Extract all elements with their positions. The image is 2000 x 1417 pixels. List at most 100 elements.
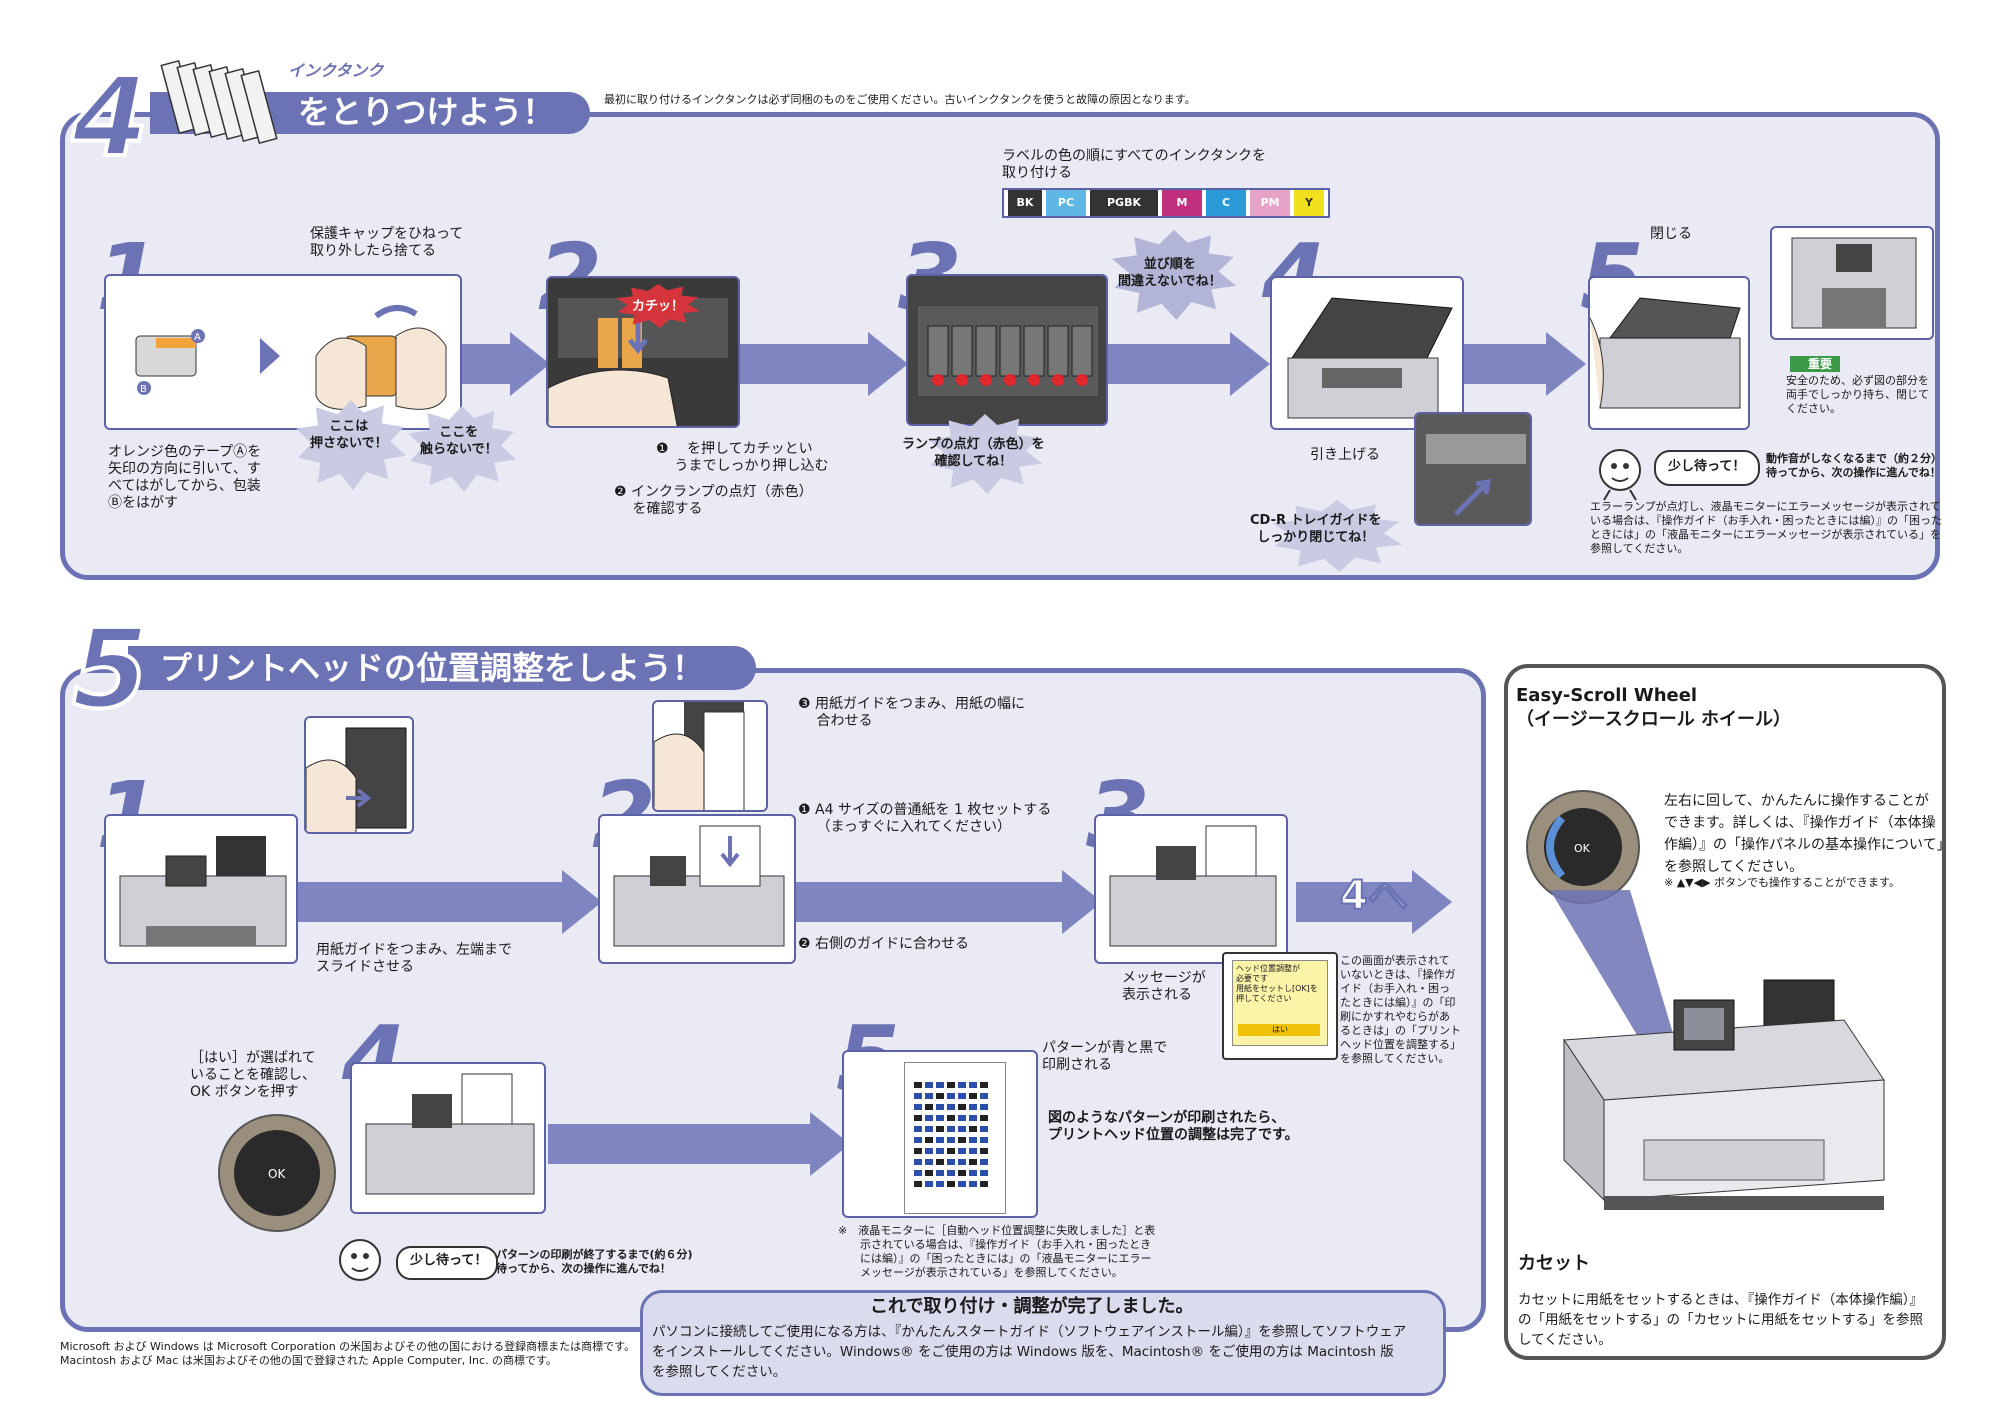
- s4-step4-inset: [1414, 412, 1532, 526]
- printer-front-illustration: [1791, 237, 1917, 329]
- s4-step5-close: 閉じる: [1650, 226, 1692, 242]
- s5-step2-frame: [598, 814, 796, 964]
- pattern-block: [958, 1159, 966, 1165]
- pattern-block: [958, 1115, 966, 1121]
- s5-step2-c1: ❶ A4 サイズの普通紙を 1 枚セットする （まっすぐに入れてください）: [798, 802, 1052, 835]
- s5-arrow-3: [1296, 882, 1414, 922]
- printer-large-illustration: [1563, 979, 1885, 1210]
- pattern-block: [914, 1093, 922, 1099]
- cassette-desc: カセットに用紙をセットするときは、『操作ガイド（本体操作編）』 の「用紙をセット…: [1518, 1292, 1923, 1348]
- s5-arrow-1-head: [562, 870, 602, 934]
- pattern-block: [969, 1093, 977, 1099]
- pattern-block: [958, 1170, 966, 1176]
- printer-illustration: [119, 836, 287, 947]
- pattern-block: [969, 1148, 977, 1154]
- ink-label-y: Y: [1294, 190, 1324, 216]
- printhead-illustration: [548, 298, 728, 426]
- printer-message-illustration: [1109, 825, 1277, 947]
- s4-step3-frame: [906, 274, 1108, 426]
- pattern-block: [980, 1115, 988, 1121]
- pattern-block: [947, 1104, 955, 1110]
- s5-arrow-4: [548, 1124, 812, 1164]
- pattern-block: [947, 1115, 955, 1121]
- pattern-block: [936, 1082, 944, 1088]
- s5-step5-note: ※ 液晶モニターに［自動ヘッド位置調整に失敗しました］と表 示されている場合は、…: [838, 1224, 1156, 1279]
- pattern-block: [914, 1082, 922, 1088]
- sidebar-note: ※ ▲▼◀▶ ボタンでも操作することができます。: [1664, 876, 1900, 889]
- s4-arrow-2: [740, 344, 870, 384]
- pattern-block: [980, 1126, 988, 1132]
- pattern-block: [936, 1159, 944, 1165]
- paper-width-guide-illustration: [654, 702, 745, 810]
- s4-step3-burst-lamp-text: ランプの点灯（赤色）を 確認してね！: [902, 437, 1045, 469]
- ink-label-bk: BK: [1008, 190, 1042, 216]
- pattern-illustration: [914, 1082, 988, 1187]
- pattern-block: [969, 1137, 977, 1143]
- pattern-block: [925, 1104, 933, 1110]
- s4-error-note: エラーランプが点灯し、液晶モニターにエラーメッセージが表示されて いる場合は、『…: [1590, 500, 1942, 555]
- s4-step5-frame: [1588, 276, 1750, 430]
- pattern-block: [936, 1115, 944, 1121]
- svg-text:B: B: [140, 384, 147, 395]
- clock-mascot-icon-2: [339, 1239, 381, 1281]
- section5-title: プリントヘッドの位置調整をしよう！: [160, 649, 705, 687]
- scroll-wheel[interactable]: OK: [1526, 790, 1640, 904]
- cassette-title: カセット: [1518, 1253, 1590, 1274]
- s5-step1-caption: 用紙ガイドをつまみ、左端まで スライドさせる: [316, 942, 512, 975]
- ink-label-pm: PM: [1250, 190, 1290, 216]
- s4-step1-frame: A B: [104, 274, 462, 430]
- s5-step2-inset: [652, 700, 768, 812]
- s4-arrow-3: [1108, 344, 1232, 384]
- s5-step3-note: この画面が表示されて いないときは、『操作ガ イド（お手入れ・困っ たときには編…: [1340, 954, 1461, 1065]
- section5-header: [128, 646, 756, 690]
- s5-step4-frame: [350, 1062, 546, 1214]
- s4-arrow-3-head: [1230, 332, 1270, 396]
- s5-step2-c2: ❷ 右側のガイドに合わせる: [798, 936, 970, 952]
- s4-wait-text: 動作音がしなくなるまで（約２分） 待ってから、次の操作に進んでね！: [1766, 452, 1942, 479]
- ok-wheel-center[interactable]: [234, 1130, 320, 1216]
- pattern-block: [980, 1104, 988, 1110]
- pattern-block: [958, 1104, 966, 1110]
- s4-wait-bubble: [1654, 450, 1760, 486]
- pattern-block: [914, 1159, 922, 1165]
- s4-step2-caption2: ❷ インクランプの点灯（赤色） を確認する: [614, 484, 813, 517]
- s5-wait-text: パターンの印刷が終了するまで(約６分) 待ってから、次の操作に進んでね！: [496, 1248, 693, 1275]
- pattern-block: [958, 1082, 966, 1088]
- pattern-block: [947, 1082, 955, 1088]
- s4-step5-inset: [1770, 226, 1934, 340]
- pattern-block: [958, 1093, 966, 1099]
- pattern-block: [936, 1104, 944, 1110]
- pattern-block: [980, 1170, 988, 1176]
- s5-step3-message: メッセージが 表示される: [1122, 970, 1206, 1003]
- s5-step5-done: 図のようなパターンが印刷されたら、 プリントヘッド位置の調整は完了です。: [1048, 1110, 1299, 1143]
- pattern-block: [936, 1170, 944, 1176]
- scroll-wheel-label: OK: [1574, 842, 1590, 855]
- trademark-note: Microsoft および Windows は Microsoft Corpor…: [60, 1340, 636, 1367]
- s4-wait-bubble-text: 少し待って！: [1668, 459, 1746, 474]
- lcd-screen: ヘッド位置調整が 必要です 用紙をセットし[OK]を 押してください はい: [1222, 952, 1338, 1060]
- pattern-block: [958, 1126, 966, 1132]
- rotate-arrow-icon: [1546, 815, 1566, 879]
- s4-step2-caption1: ❶ を押してカチッとい うまでしっかり押し込む: [656, 441, 829, 474]
- ok-wheel-section5[interactable]: OK: [218, 1114, 336, 1232]
- lcd-screen-yes-button[interactable]: [1238, 1024, 1320, 1036]
- pattern-block: [980, 1082, 988, 1088]
- pattern-block: [936, 1126, 944, 1132]
- pattern-block: [925, 1126, 933, 1132]
- s4-step1-caption: オレンジ色のテープⒶを 矢印の方向に引いて、す べてはがしてから、包装 Ⓑをはが…: [108, 444, 262, 511]
- pattern-block: [925, 1170, 933, 1176]
- important-badge: [1790, 356, 1840, 372]
- pattern-block: [936, 1148, 944, 1154]
- section4-note: 最初に取り付けるインクタンクは必ず同梱のものをご使用ください。古いインクタンクを…: [604, 93, 1196, 106]
- pattern-block: [914, 1104, 922, 1110]
- pattern-block: [969, 1181, 977, 1187]
- pattern-block: [936, 1181, 944, 1187]
- s5-arrow-1: [298, 882, 564, 922]
- lcd-screen-yes-label: はい: [1272, 1025, 1288, 1034]
- cdr-tray-illustration: [1416, 414, 1530, 524]
- ok-wheel-label: OK: [268, 1167, 286, 1181]
- s5-wait-bubble: [396, 1246, 498, 1280]
- s4-step2-frame: [546, 276, 740, 428]
- pattern-block: [947, 1148, 955, 1154]
- s4-arrow-1-head: [510, 332, 550, 396]
